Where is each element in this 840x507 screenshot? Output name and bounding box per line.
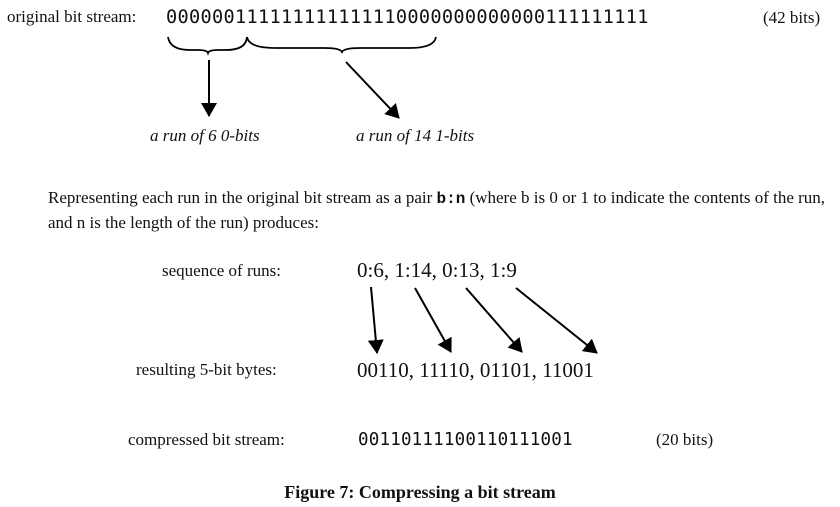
sequence-label: sequence of runs: [162,261,281,280]
figure-caption: Figure 7: Compressing a bit stream [284,482,556,502]
arrow-run-to-byte-2 [414,287,452,353]
brace-run-1 [246,36,437,55]
arrow-run-to-byte-1 [367,286,384,354]
arrow-run-1 [345,61,400,119]
paragraph-text-after: (where b is 0 or 1 to indicate the conte… [48,188,826,232]
sequence-of-runs: 0:6, 1:14, 0:13, 1:9 [357,258,517,282]
bytes-label: resulting 5-bit bytes: [136,360,277,379]
run-annotation-1: a run of 14 1-bits [356,126,475,145]
arrow-run-to-byte-3 [465,287,523,353]
paragraph-text-before: Representing each run in the original bi… [48,188,437,207]
compressed-stream-label: compressed bit stream: [128,430,285,449]
original-bit-count: (42 bits) [763,8,821,27]
compressed-bit-stream: 00110111100110111001 [358,430,573,450]
resulting-bytes: 00110, 11110, 01101, 11001 [357,358,594,382]
brace-run-0 [167,36,248,56]
explanation-paragraph: Representing each run in the original bi… [48,186,828,235]
original-bit-stream: 0000001111111111111100000000000001111111… [166,7,649,28]
run-annotation-0: a run of 6 0-bits [150,126,260,145]
original-stream-label: original bit stream: [7,7,137,26]
pair-notation: b:n [436,190,466,208]
arrow-run-to-byte-4 [515,287,598,354]
compressed-bit-count: (20 bits) [656,430,714,449]
